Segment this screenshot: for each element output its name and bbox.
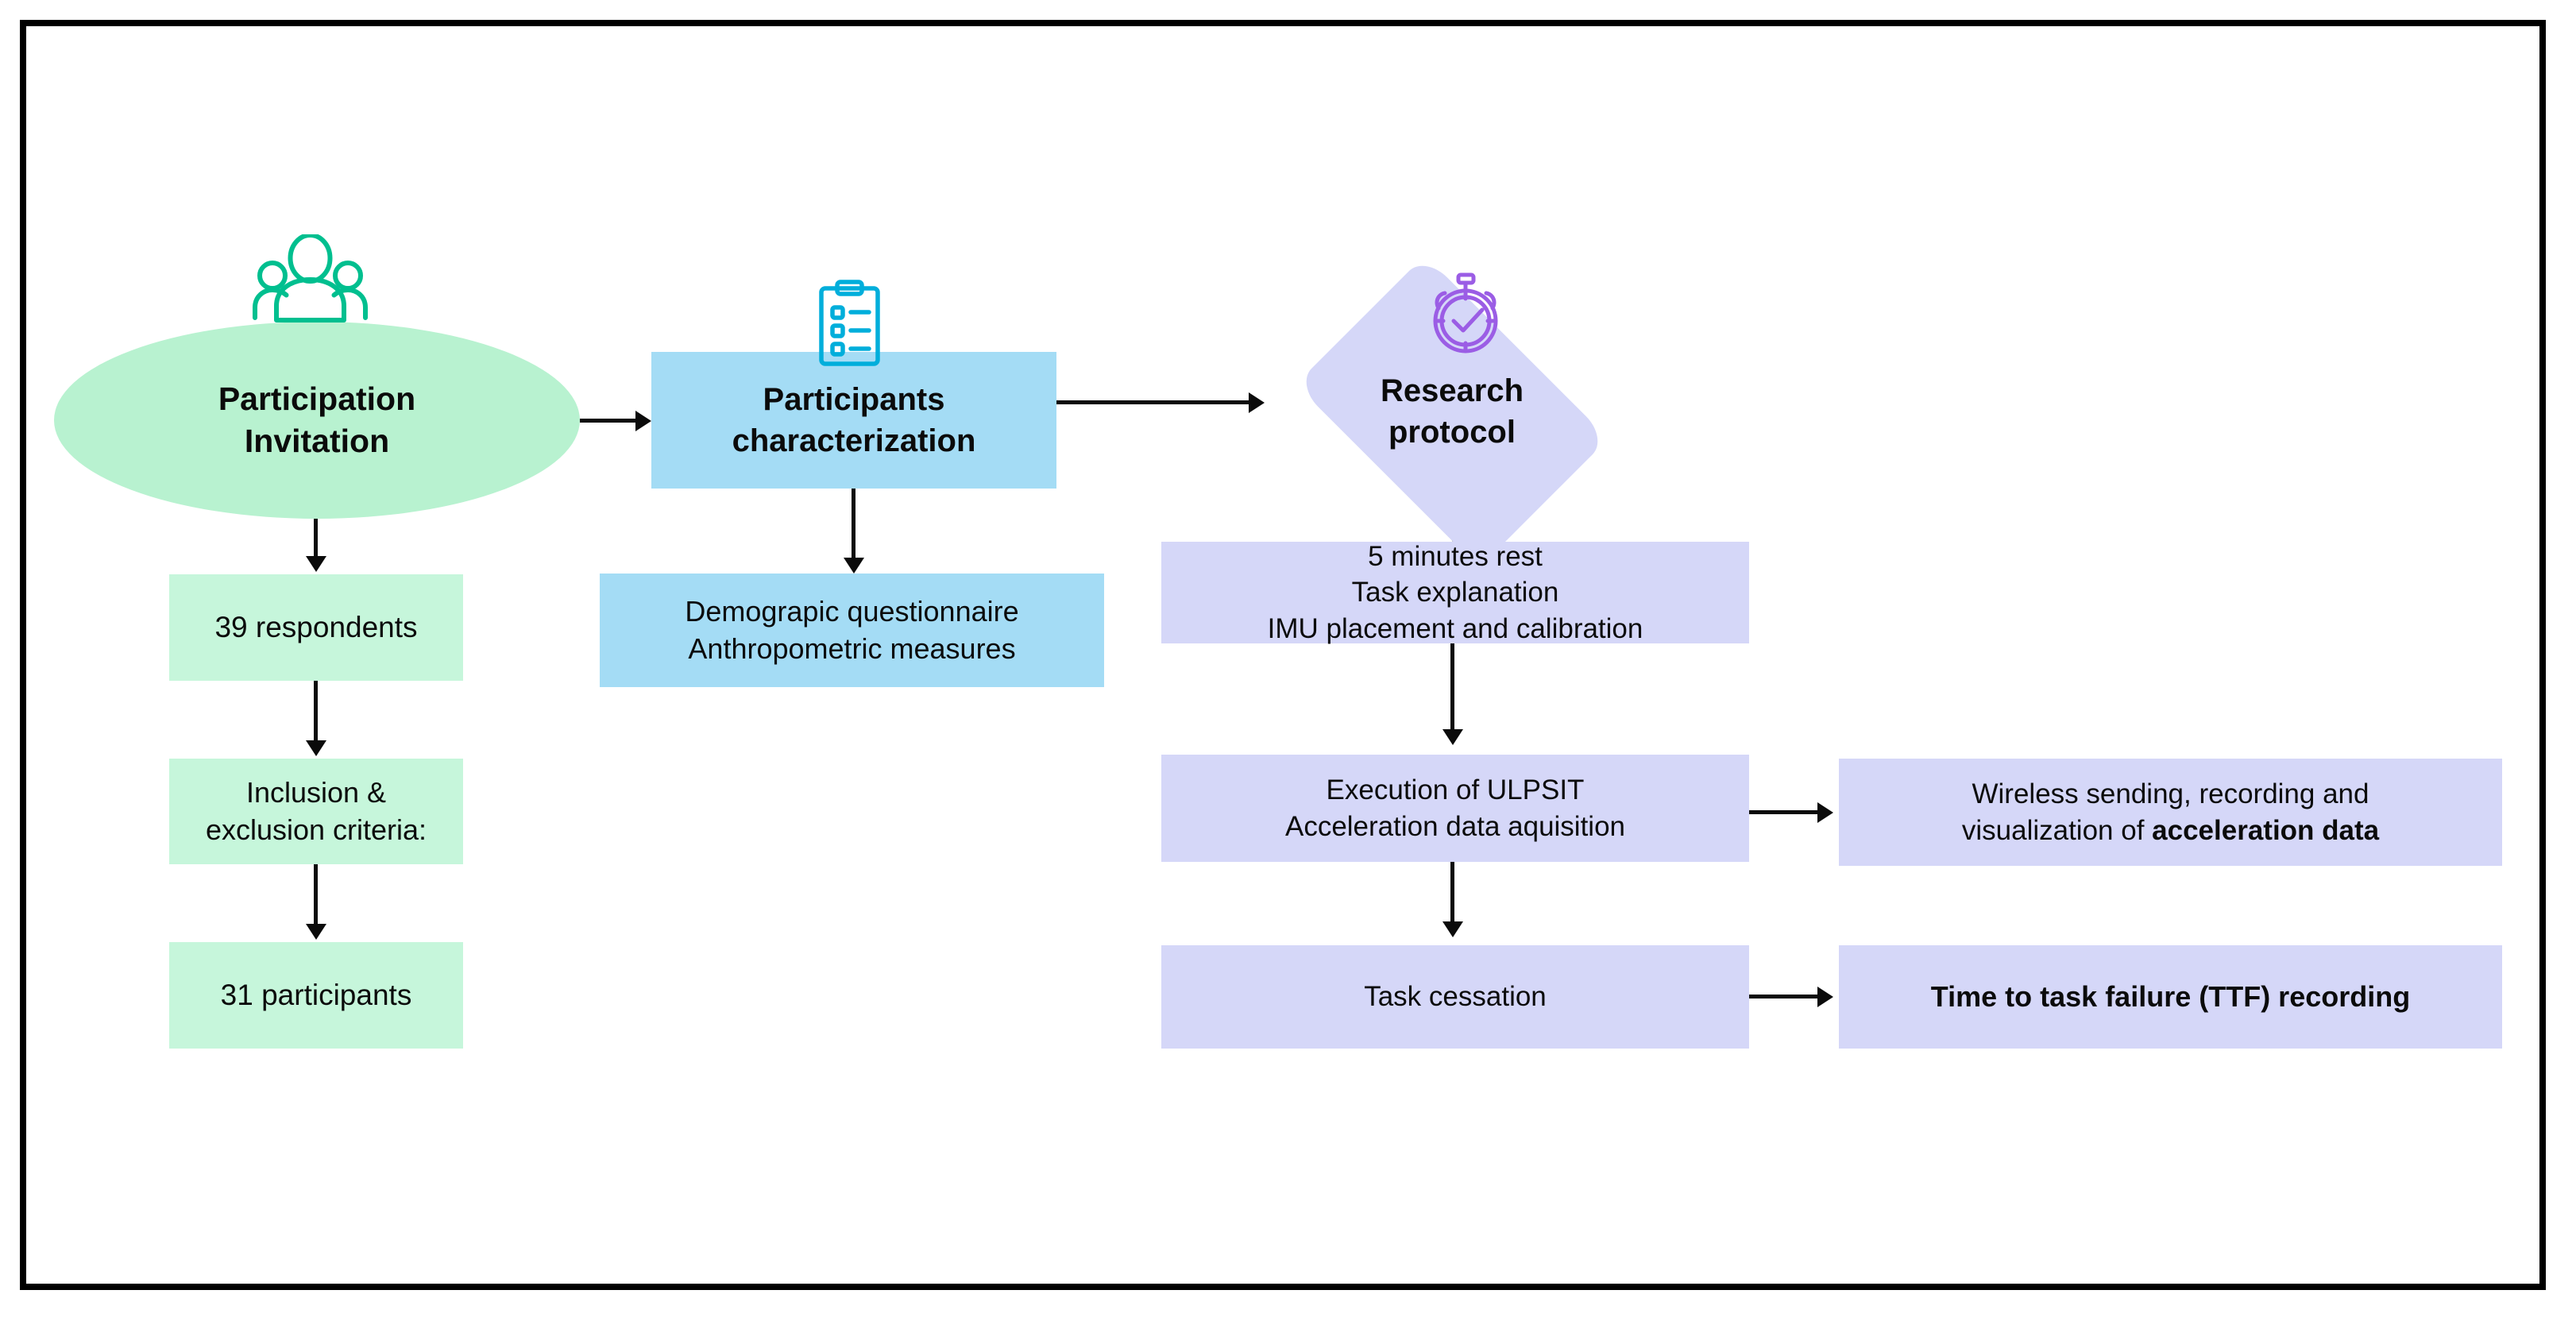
node-protocol-preparation[interactable]: 5 minutes rest Task explanation IMU plac… xyxy=(1161,541,1749,644)
node-participants-characterization[interactable]: Participants characterization xyxy=(651,352,1056,489)
clipboard-checklist-icon xyxy=(812,280,887,369)
node-respondents[interactable]: 39 respondents xyxy=(169,574,463,681)
node-execution-ulpsit-label: Execution of ULPSIT Acceleration data aq… xyxy=(1284,774,1626,842)
connector-criteria-to-participants xyxy=(314,864,318,926)
arrowhead-criteria-to-participants xyxy=(306,924,326,940)
arrowhead-invitation-to-respondents xyxy=(306,556,326,572)
node-demographic-measures[interactable]: Demograpic questionnaire Anthropometric … xyxy=(600,574,1104,687)
arrowhead-execution-to-wireless xyxy=(1817,802,1833,823)
arrowhead-invitation-to-characterization xyxy=(635,411,651,431)
arrowhead-respondents-to-criteria xyxy=(306,740,326,756)
node-participation-invitation-label: Participation Invitation xyxy=(218,380,416,459)
node-ttf-recording-label: Time to task failure (TTF) recording xyxy=(1930,979,2411,1013)
node-ttf-recording[interactable]: Time to task failure (TTF) recording xyxy=(1839,945,2502,1049)
arrowhead-prep-to-execution xyxy=(1442,729,1463,745)
node-execution-ulpsit[interactable]: Execution of ULPSIT Acceleration data aq… xyxy=(1161,755,1749,862)
node-participation-invitation[interactable]: Participation Invitation xyxy=(54,322,580,519)
node-task-cessation[interactable]: Task cessation xyxy=(1161,945,1749,1049)
connector-characterization-to-protocol xyxy=(1056,400,1255,404)
arrowhead-execution-to-cessation xyxy=(1442,921,1463,937)
node-inclusion-exclusion-criteria-label: Inclusion & exclusion criteria: xyxy=(205,775,427,846)
arrowhead-characterization-to-protocol xyxy=(1249,392,1265,413)
connector-execution-to-cessation xyxy=(1450,862,1454,924)
node-protocol-preparation-label: 5 minutes rest Task explanation IMU plac… xyxy=(1267,540,1643,644)
connector-respondents-to-criteria xyxy=(314,681,318,743)
arrowhead-characterization-to-demographics xyxy=(844,558,864,574)
node-research-protocol-label: Research protocol xyxy=(1380,373,1524,450)
node-participants-count[interactable]: 31 participants xyxy=(169,942,463,1049)
node-wireless-visualization[interactable]: Wireless sending, recording and visualiz… xyxy=(1839,759,2502,866)
connector-execution-to-wireless xyxy=(1749,810,1821,814)
diagram-border-frame xyxy=(20,20,2546,1290)
connector-characterization-to-demographics xyxy=(852,489,855,562)
node-participants-characterization-label: Participants characterization xyxy=(732,382,976,458)
wireless-text-plain: Wireless sending, recording and visualiz… xyxy=(1961,778,2369,846)
node-respondents-label: 39 respondents xyxy=(214,610,418,643)
node-research-protocol[interactable]: Research protocol xyxy=(1271,255,1633,568)
node-task-cessation-label: Task cessation xyxy=(1364,981,1547,1013)
node-demographic-measures-label: Demograpic questionnaire Anthropometric … xyxy=(685,594,1019,665)
people-group-icon xyxy=(253,233,368,326)
connector-cessation-to-ttf xyxy=(1749,995,1821,998)
wireless-text-bold: acceleration data xyxy=(2152,814,2380,846)
node-participants-count-label: 31 participants xyxy=(220,978,412,1011)
node-inclusion-exclusion-criteria[interactable]: Inclusion & exclusion criteria: xyxy=(169,759,463,864)
connector-prep-to-execution xyxy=(1450,643,1454,731)
connector-invitation-to-characterization xyxy=(580,419,639,423)
stopwatch-check-icon xyxy=(1419,267,1512,361)
arrowhead-cessation-to-ttf xyxy=(1817,987,1833,1007)
node-wireless-visualization-label: Wireless sending, recording and visualiz… xyxy=(1839,776,2502,848)
connector-invitation-to-respondents xyxy=(314,496,318,558)
